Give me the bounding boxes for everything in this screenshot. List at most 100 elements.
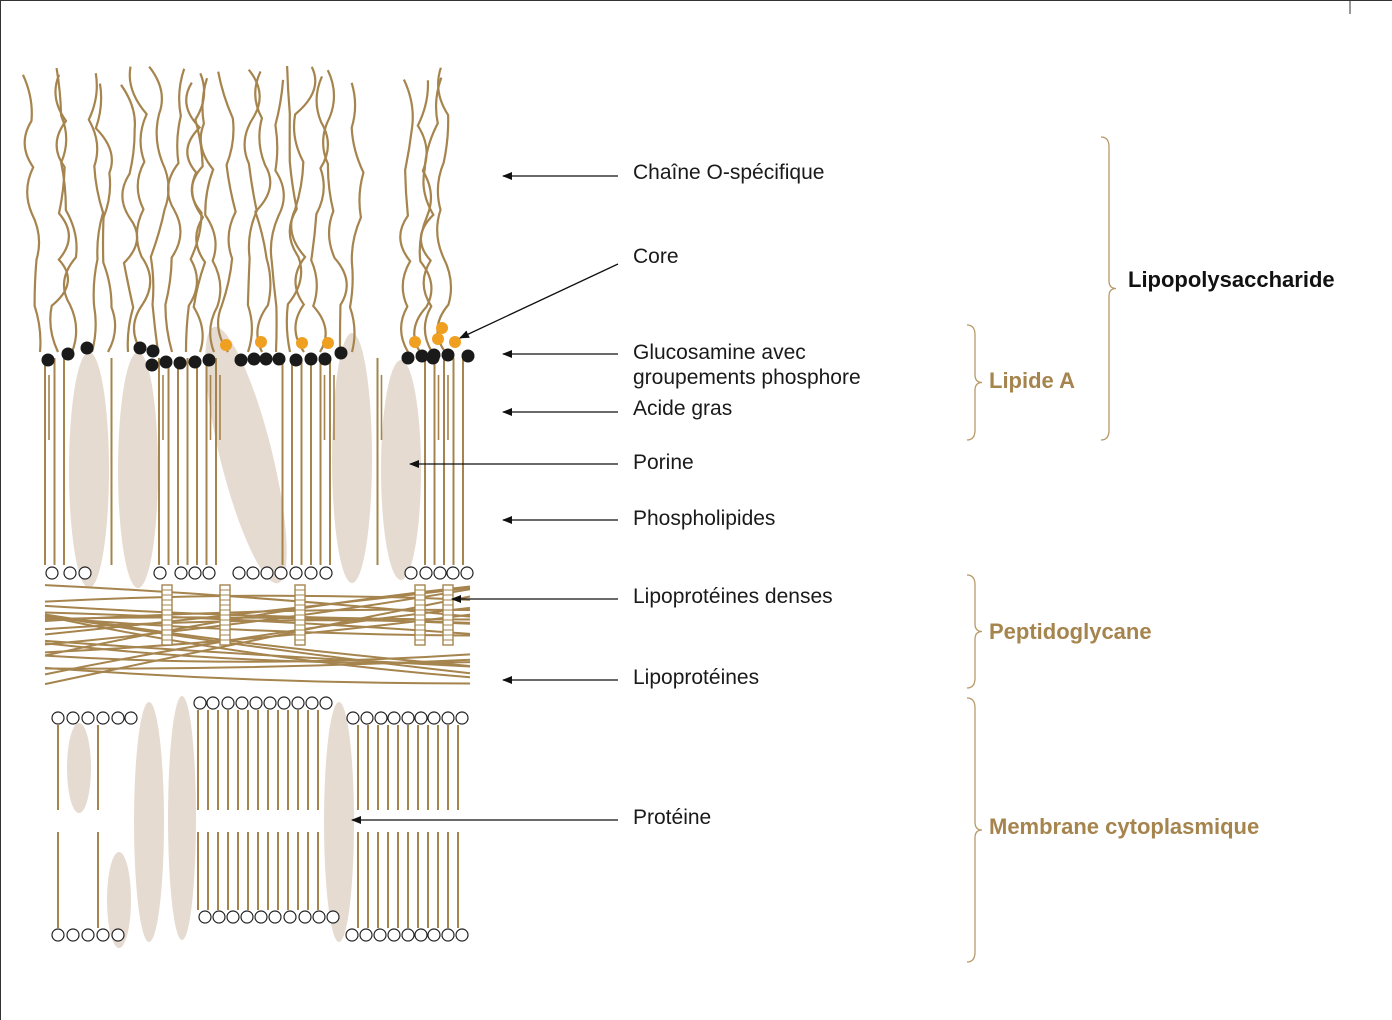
glucosamine-head (427, 352, 440, 365)
membrane-head (442, 929, 454, 941)
membrane-head (207, 697, 219, 709)
glucosamine-head (42, 354, 55, 367)
porin (332, 333, 372, 583)
label-lipoproteines-denses: Lipoprotéines denses (633, 585, 833, 609)
glucosamine-head (273, 353, 286, 366)
label-glucosamine-line2: groupements phosphore (633, 366, 861, 390)
label-core: Core (633, 245, 679, 269)
label-chaine-o-specifique: Chaîne O-spécifique (633, 161, 824, 185)
membrane-head (67, 929, 79, 941)
glucosamine-head (203, 354, 216, 367)
o-specific-chain (23, 75, 40, 352)
membrane-head (241, 911, 253, 923)
membrane-head (222, 697, 234, 709)
glucosamine-head (416, 350, 429, 363)
phospholipid-head (447, 567, 459, 579)
phospholipid-head (434, 567, 446, 579)
membrane-head (112, 929, 124, 941)
membrane-head (388, 929, 400, 941)
glucosamine-head (248, 353, 261, 366)
o-specific-chain (121, 85, 137, 352)
o-specific-chain (291, 67, 315, 352)
phospholipid-head (461, 567, 473, 579)
bracket-peptidoglycane (967, 575, 982, 688)
glucosamine-head (189, 356, 202, 369)
bracket-lipopolysaccharide (1101, 137, 1116, 440)
phospholipid-head (189, 567, 201, 579)
phospholipid-head (233, 567, 245, 579)
membrane-head (236, 697, 248, 709)
core-dot (409, 336, 421, 348)
label-arrow (460, 264, 618, 338)
label-acide-gras: Acide gras (633, 397, 732, 421)
o-specific-chain (271, 80, 284, 352)
membrane-head (82, 712, 94, 724)
label-porine: Porine (633, 451, 694, 475)
membrane-head (292, 697, 304, 709)
membrane-head (278, 697, 290, 709)
membrane-head (388, 712, 400, 724)
membrane-head (347, 712, 359, 724)
label-phospholipides: Phospholipides (633, 507, 775, 531)
glucosamine-head (235, 354, 248, 367)
membrane-head (125, 712, 137, 724)
glucosamine-head (62, 348, 75, 361)
phospholipid-head (203, 567, 215, 579)
membrane-head (327, 911, 339, 923)
core-dot (432, 333, 444, 345)
membrane-head (97, 929, 109, 941)
membrane-head (227, 911, 239, 923)
o-specific-chain (96, 84, 115, 352)
label-lipoproteines: Lipoprotéines (633, 666, 759, 690)
membrane-head (415, 712, 427, 724)
membrane-head (456, 929, 468, 941)
phospholipid-head (46, 567, 58, 579)
membrane-protein (134, 702, 164, 942)
glucosamine-head (147, 345, 160, 358)
membrane-protein (168, 696, 196, 940)
phospholipid-head (290, 567, 302, 579)
membrane-head (264, 697, 276, 709)
membrane-head (97, 712, 109, 724)
glucosamine-head (160, 356, 173, 369)
label-proteine: Protéine (633, 806, 711, 830)
membrane-head (112, 712, 124, 724)
membrane-head (313, 911, 325, 923)
membrane-head (299, 911, 311, 923)
membrane-head (82, 929, 94, 941)
glucosamine-head (305, 353, 318, 366)
o-specific-chain (287, 66, 301, 352)
o-specific-chain (218, 72, 236, 352)
o-specific-chain (350, 83, 363, 352)
glucosamine-head (134, 342, 147, 355)
membrane-head (250, 697, 262, 709)
glucosamine-head (260, 353, 273, 366)
membrane-head (375, 712, 387, 724)
o-specific-chain (89, 73, 103, 352)
bracket-membrane-cytoplasmique (967, 698, 982, 962)
group-peptidoglycane: Peptidoglycane (989, 619, 1152, 645)
glucosamine-head (81, 342, 94, 355)
o-specific-chain (201, 78, 221, 352)
o-specific-chain (437, 68, 451, 352)
phospholipid-head (154, 567, 166, 579)
label-glucosamine-line1: Glucosamine avec (633, 341, 806, 365)
membrane-head (456, 712, 468, 724)
phospholipid-head (79, 567, 91, 579)
membrane-head (194, 697, 206, 709)
membrane-head (213, 911, 225, 923)
core-dot (220, 339, 232, 351)
o-specific-chain (323, 70, 347, 352)
glucosamine-head (290, 354, 303, 367)
phospholipid-head (305, 567, 317, 579)
core-dot (255, 336, 267, 348)
porin (381, 360, 421, 580)
membrane-head (360, 929, 372, 941)
membrane-head (284, 911, 296, 923)
core-dot (296, 337, 308, 349)
group-membrane-cytoplasmique: Membrane cytoplasmique (989, 814, 1259, 840)
membrane-head (415, 929, 427, 941)
glucosamine-head (335, 347, 348, 360)
phospholipid-head (175, 567, 187, 579)
membrane-head (428, 929, 440, 941)
